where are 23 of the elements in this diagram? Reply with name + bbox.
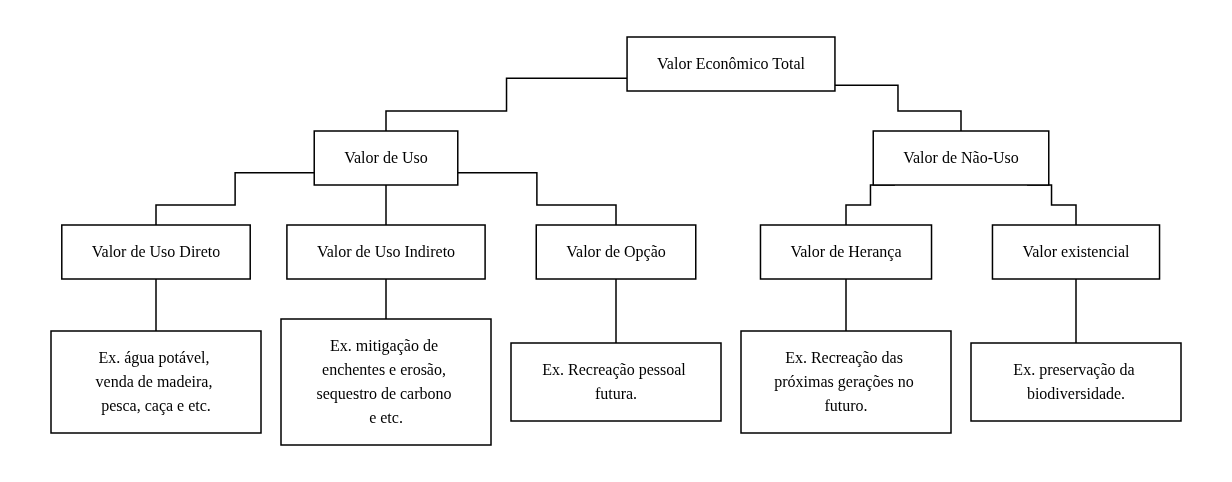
node-box: Ex. preservação da biodiversidade. <box>970 342 1182 422</box>
connector <box>385 77 628 132</box>
node-box: Ex. água potável, venda de madeira, pesca, caça e etc. <box>50 330 262 434</box>
connector <box>155 171 315 226</box>
connector <box>385 278 387 320</box>
node-box: Ex. Recreação das próximas gerações no futuro. <box>740 330 952 434</box>
node-box: Valor de Não-Uso <box>872 130 1050 186</box>
node-box: Valor de Uso Direto <box>61 224 251 280</box>
connector <box>834 84 962 132</box>
connector <box>615 278 617 344</box>
connector <box>385 184 387 226</box>
connector <box>845 278 847 332</box>
node-box: Valor de Uso <box>313 130 459 186</box>
node-box: Valor de Herança <box>759 224 933 280</box>
node-box: Valor Econômico Total <box>626 36 836 92</box>
node-box: Valor existencial <box>991 224 1161 280</box>
node-box: Ex. mitigação de enchentes e erosão, sequestro de carbono e etc. <box>280 318 492 446</box>
connector <box>1075 278 1077 344</box>
node-box: Valor de Opção <box>535 224 697 280</box>
node-box: Ex. Recreação pessoal futura. <box>510 342 722 422</box>
connector <box>457 171 617 226</box>
node-box: Valor de Uso Indireto <box>286 224 486 280</box>
connector <box>155 278 157 332</box>
